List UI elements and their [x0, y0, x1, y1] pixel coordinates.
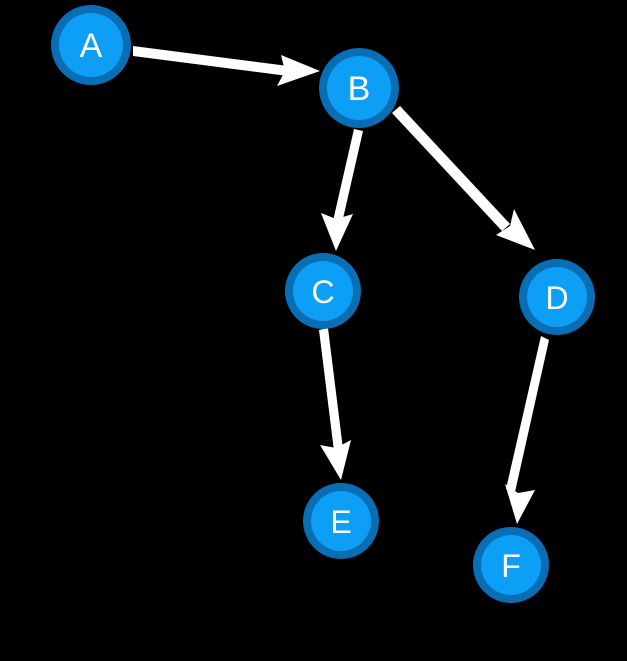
edge-b-d[interactable] — [392, 106, 535, 250]
graph-node-a[interactable]: A — [51, 5, 131, 85]
edge-b-c[interactable] — [321, 129, 363, 251]
edge-d-f-arrowhead — [505, 484, 535, 524]
node-c-fill — [293, 261, 353, 321]
edge-a-b-arrowhead — [277, 55, 320, 86]
edge-a-b[interactable] — [133, 46, 320, 86]
node-layer: A B C D — [51, 5, 595, 603]
graph-node-b[interactable]: B — [319, 48, 399, 128]
edge-d-f-shaft — [506, 336, 549, 492]
edge-layer — [133, 46, 549, 524]
edge-d-f[interactable] — [505, 336, 549, 524]
graph-node-e[interactable]: E — [303, 483, 379, 559]
node-a-fill — [59, 13, 123, 77]
graph-node-c[interactable]: C — [285, 253, 361, 329]
graph-node-d[interactable]: D — [519, 259, 595, 335]
node-d-fill — [527, 267, 587, 327]
edge-b-d-shaft — [392, 106, 510, 231]
node-f-fill — [481, 535, 541, 595]
edge-c-e-arrowhead — [320, 440, 351, 480]
edge-b-d-arrowhead — [496, 209, 535, 250]
node-e-fill — [311, 491, 371, 551]
edge-b-c-shaft — [333, 129, 363, 223]
edge-b-c-arrowhead — [321, 213, 353, 251]
node-b-fill — [327, 56, 391, 120]
edge-c-e[interactable] — [319, 328, 351, 480]
edge-a-b-shaft — [133, 46, 288, 76]
graph-node-f[interactable]: F — [473, 527, 549, 603]
edge-c-e-shaft — [319, 328, 343, 451]
